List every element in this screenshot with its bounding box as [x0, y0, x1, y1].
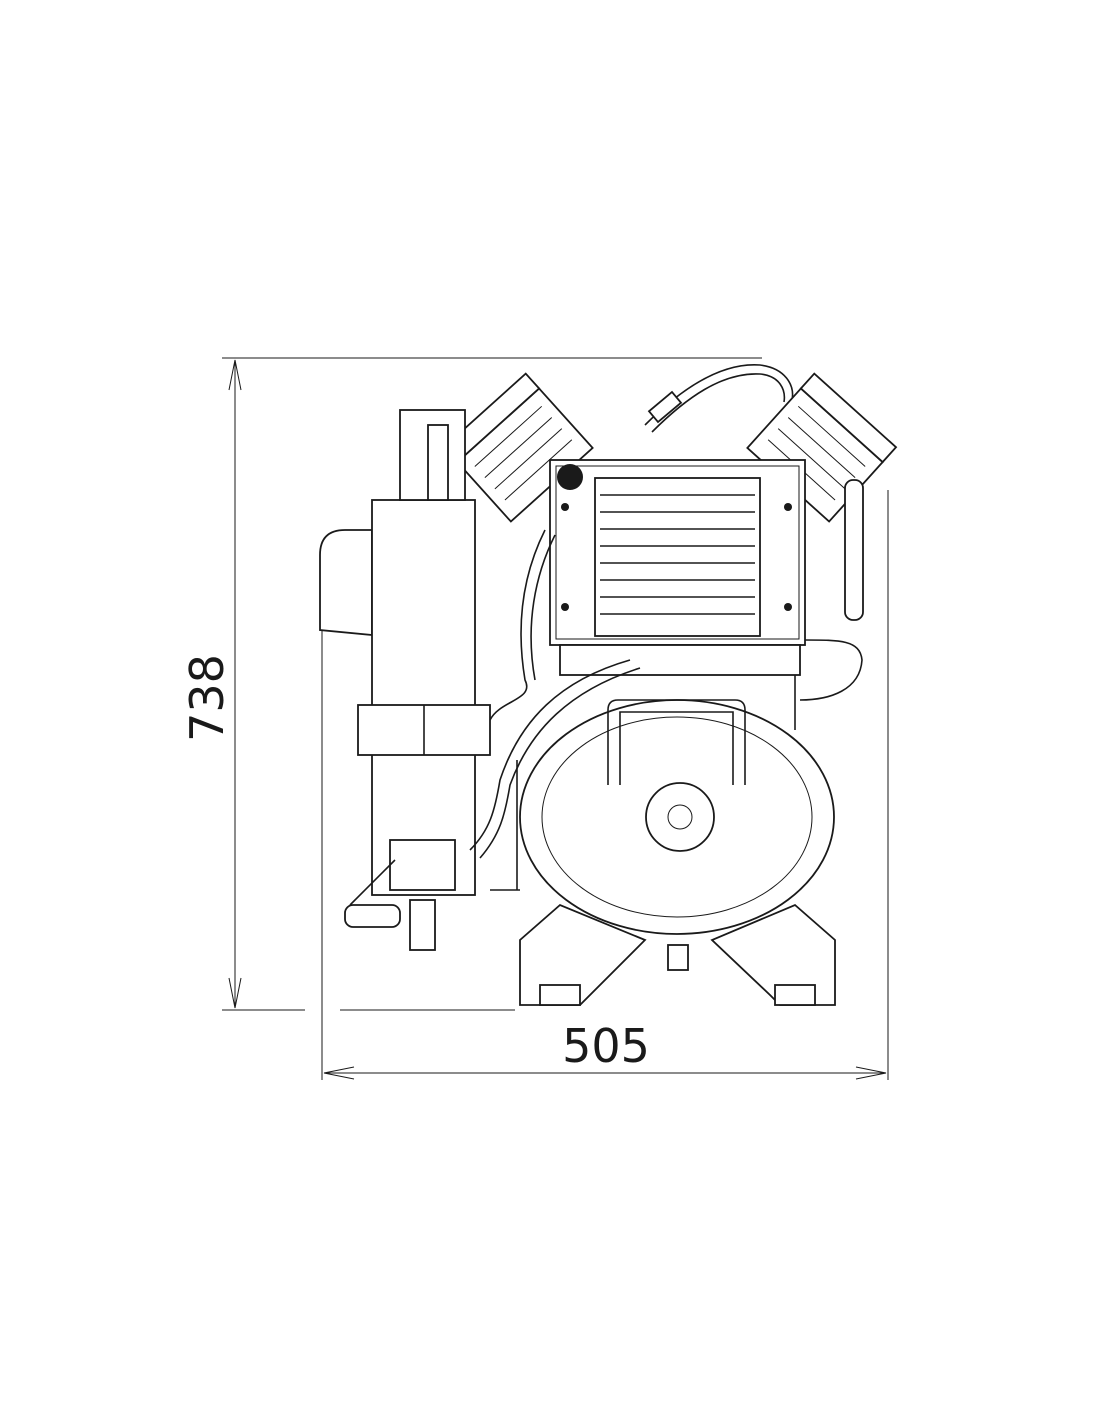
arrow-left-icon	[323, 1066, 355, 1080]
width-label: 505	[562, 1019, 650, 1073]
motor-housing	[371, 499, 476, 896]
height-dimension: 738	[180, 357, 762, 1011]
compressor	[319, 364, 898, 1006]
arrow-right-icon	[855, 1066, 887, 1080]
filter-cartridge	[844, 479, 864, 621]
drain-valve	[667, 944, 689, 971]
right-hose	[799, 639, 863, 701]
outlet-fitting	[409, 899, 436, 951]
intake-hose	[489, 529, 546, 721]
motor-cap	[319, 529, 373, 636]
width-dimension: 505	[321, 490, 889, 1080]
fan-knob	[557, 464, 583, 490]
pipe-fitting	[647, 390, 683, 424]
tank-port	[645, 782, 715, 852]
frame-bar	[559, 644, 801, 676]
top-pipe	[644, 364, 794, 426]
height-label: 738	[180, 654, 234, 742]
arrow-up-icon	[228, 359, 242, 391]
tank-handle	[607, 699, 746, 785]
louvre-vent	[594, 477, 761, 637]
screws	[561, 503, 792, 611]
pressure-switch	[389, 839, 456, 891]
arrow-down-icon	[228, 977, 242, 1009]
delivery-hose	[469, 659, 631, 851]
vent-slats	[600, 494, 755, 615]
outlet-valve	[344, 904, 401, 928]
